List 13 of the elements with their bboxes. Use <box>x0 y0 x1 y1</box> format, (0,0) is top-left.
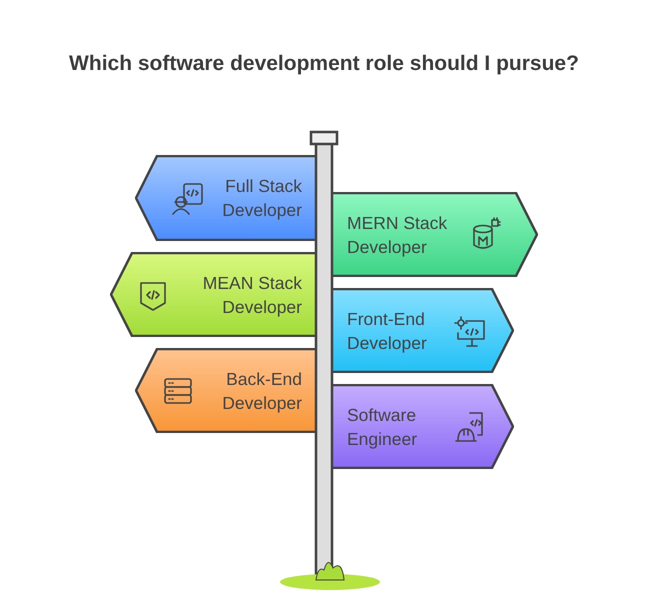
signpost-board <box>135 155 316 241</box>
sign-label: Full Stack Developer <box>221 175 302 222</box>
sign-label: Front-End Developer <box>347 308 428 354</box>
sign-label: MERN Stack Developer <box>347 212 448 258</box>
signpost-board <box>135 348 316 433</box>
signpost-board <box>332 384 514 469</box>
title: Which software development role should I pursue? <box>68 52 580 76</box>
signpost-board <box>332 288 514 373</box>
sign-label: Software Engineer <box>347 404 418 450</box>
sign-label: Back-End Developer <box>221 368 302 414</box>
sign-label: MEAN Stack Developer <box>202 272 302 318</box>
signpost-board <box>332 192 538 277</box>
signpost-board <box>110 252 316 337</box>
